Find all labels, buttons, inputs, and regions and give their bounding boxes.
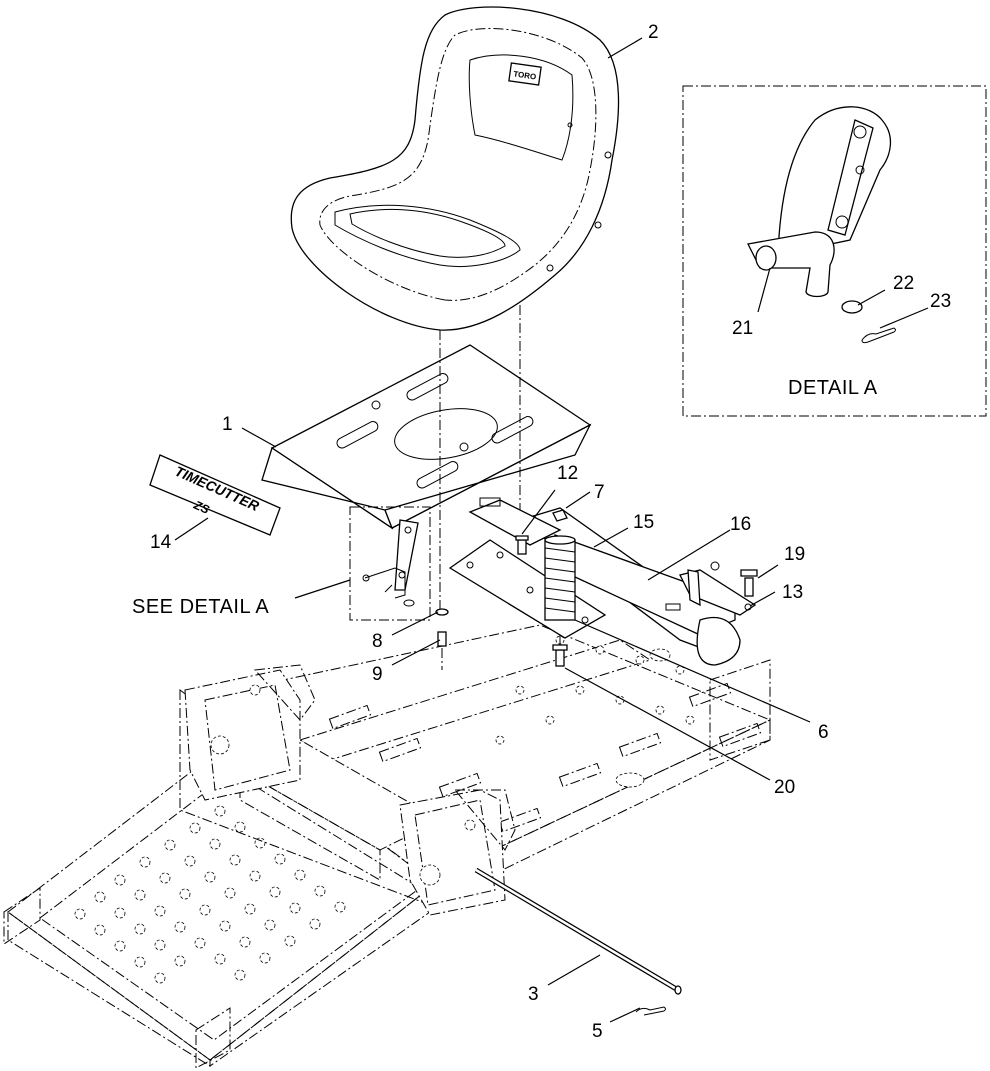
callout-labels: 2 1 14 SEE DETAIL A 8 9 12 7 15 16 19 13… (132, 22, 951, 1042)
latch-bracket (679, 561, 757, 616)
callout-14: 14 (150, 532, 172, 553)
callout-5: 5 (592, 1021, 603, 1042)
callout-19: 16 (730, 514, 751, 535)
alignment-lines (439, 305, 561, 670)
callout-12: 12 (557, 463, 578, 484)
spring (544, 535, 576, 621)
callout-6: 6 (818, 722, 829, 743)
callout-21: 20 (774, 777, 795, 798)
detail-a-locator (349, 506, 431, 621)
callout-2: 2 (648, 22, 659, 43)
pivot-rod (474, 867, 682, 995)
callout-20: 19 (784, 544, 805, 565)
see-detail-label: SEE DETAIL A (132, 596, 269, 618)
hair-pin-clip (635, 1006, 666, 1016)
callout-8: 8 (372, 631, 383, 652)
seat-logo: TORO (513, 69, 537, 81)
detail-a-title: DETAIL A (788, 377, 878, 399)
callout-3: 3 (528, 984, 539, 1005)
decal-subtext: ZS (191, 497, 212, 516)
leader-lines (174, 37, 929, 1023)
callout-15: 21 (732, 318, 753, 339)
detail-a-inset (682, 85, 987, 417)
deck-holes (74, 805, 346, 984)
seat: TORO (290, 6, 620, 331)
callout-23: 23 (930, 291, 951, 312)
callout-7: 7 (594, 482, 605, 503)
callout-16: 15 (633, 512, 654, 533)
seat-plate (261, 344, 592, 530)
chassis-frame (3, 624, 772, 1069)
callout-9: 9 (372, 664, 383, 685)
callout-22: 22 (893, 273, 914, 294)
callout-1: 1 (222, 414, 233, 435)
callout-13: 13 (782, 582, 803, 603)
timecutter-decal: TIMECUTTER ZS (149, 454, 281, 536)
fasteners (435, 509, 758, 667)
